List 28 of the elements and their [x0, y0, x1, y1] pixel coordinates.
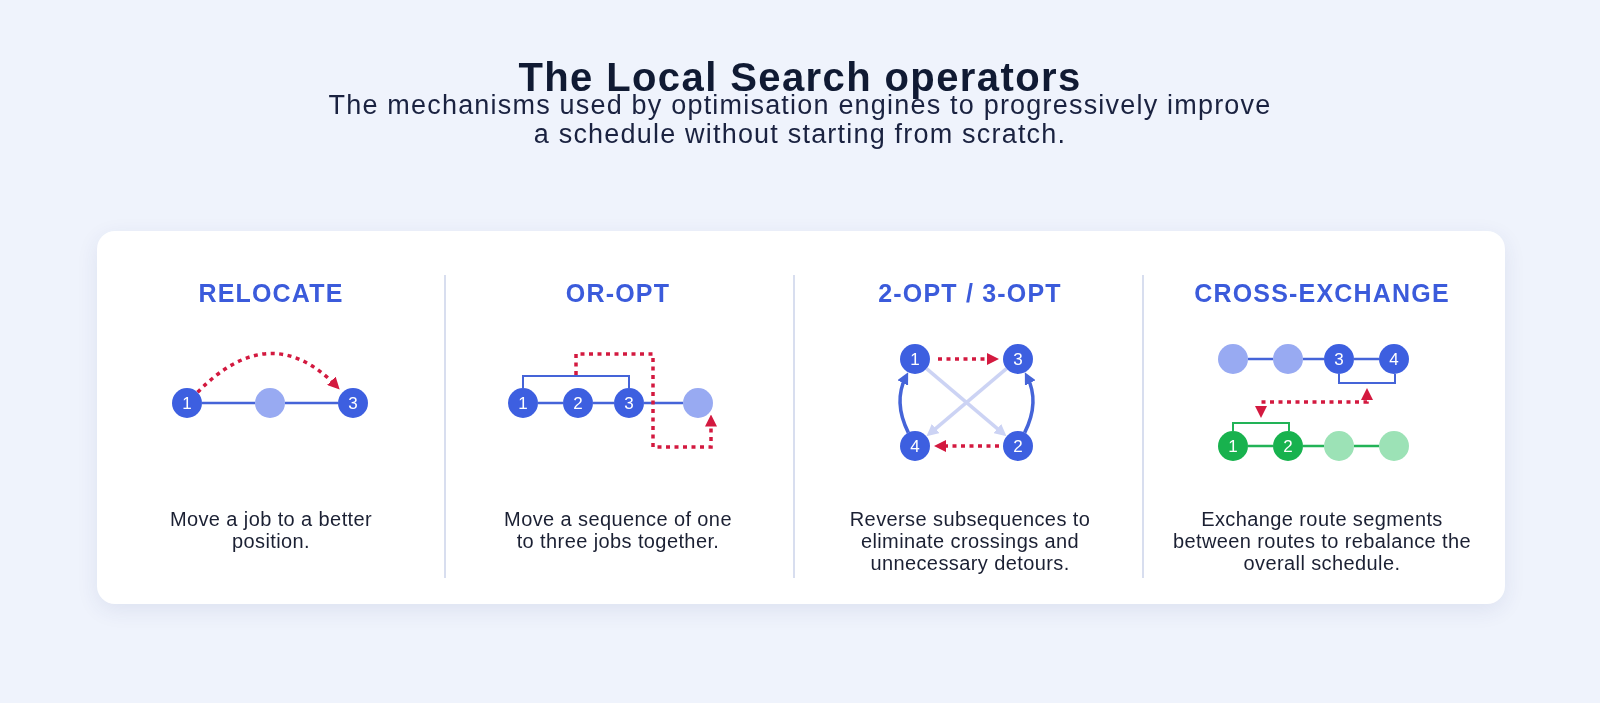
dotted-arrow	[196, 351, 340, 394]
operator-heading: 2-OPT / 3-OPT	[878, 278, 1062, 308]
curved-arrow	[897, 372, 910, 434]
connector-line	[1303, 357, 1324, 361]
dotted-arrow	[1255, 388, 1373, 418]
connector-line	[644, 401, 683, 405]
connector-line	[1354, 357, 1379, 361]
connector-line	[1248, 357, 1273, 361]
dotted-arrow	[934, 440, 999, 452]
connector-line	[202, 401, 255, 405]
connector-line	[285, 401, 338, 405]
connector-line	[1303, 444, 1324, 448]
crossing-arrows	[925, 367, 1008, 437]
operator-description: Reverse subsequences to eliminate crossings and unnecessary detours.	[848, 508, 1092, 574]
operator-description: Exchange route segments between routes to rebalance the overall schedule.	[1171, 508, 1473, 574]
operator-description: Move a job to a better position.	[168, 508, 374, 552]
connector-line	[538, 401, 563, 405]
connector-line	[1248, 444, 1273, 448]
bracket	[522, 375, 630, 388]
dotted-arrow	[938, 353, 999, 365]
operator-heading: RELOCATE	[198, 278, 344, 308]
operator-description: Move a sequence of one to three jobs together.	[503, 508, 733, 552]
curved-arrow	[1023, 372, 1036, 434]
bracket	[1338, 374, 1396, 384]
connector-line	[593, 401, 614, 405]
operator-heading: OR-OPT	[565, 278, 671, 308]
operator-heading: CROSS-EXCHANGE	[1194, 278, 1450, 308]
connector-line	[1354, 444, 1379, 448]
